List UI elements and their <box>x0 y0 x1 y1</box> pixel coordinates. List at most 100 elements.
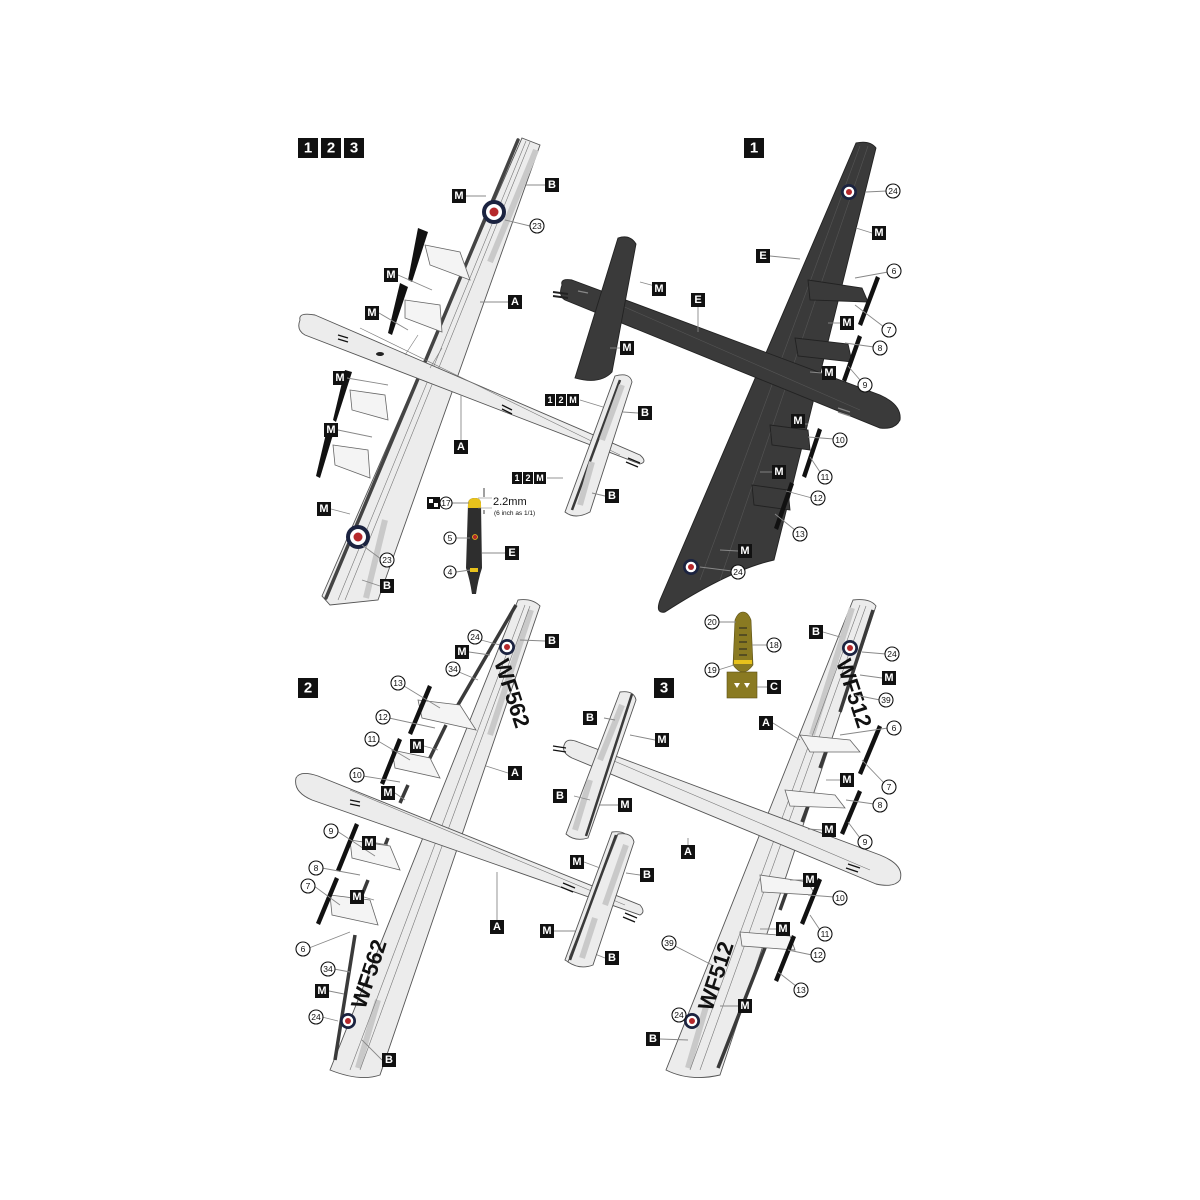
propeller-detail: 2.2mm (6 inch as 1/1) 17 5 E 4 <box>427 488 535 594</box>
svg-text:13: 13 <box>795 529 805 539</box>
svg-text:24: 24 <box>311 1012 321 1022</box>
svg-text:B: B <box>608 952 616 964</box>
svg-text:M: M <box>657 734 666 746</box>
svg-text:B: B <box>649 1033 657 1045</box>
roundel <box>346 525 370 549</box>
svg-text:M: M <box>572 856 581 868</box>
svg-text:11: 11 <box>368 734 377 744</box>
svg-text:12: 12 <box>813 493 823 503</box>
svg-text:2: 2 <box>304 680 312 697</box>
engine-nacelle <box>784 789 846 809</box>
engine-nacelle <box>388 283 443 335</box>
svg-text:18: 18 <box>769 640 779 650</box>
svg-text:1: 1 <box>304 140 312 157</box>
svg-text:M: M <box>654 283 663 295</box>
stencil-icon <box>427 497 440 509</box>
svg-text:E: E <box>508 547 515 559</box>
svg-text:M: M <box>454 190 463 202</box>
svg-text:M: M <box>842 317 851 329</box>
svg-text:C: C <box>770 681 778 693</box>
svg-text:M: M <box>740 1000 749 1012</box>
svg-text:M: M <box>317 985 326 997</box>
svg-text:M: M <box>536 473 544 483</box>
callout-12M: 1 2 M <box>545 394 604 408</box>
svg-text:M: M <box>319 503 328 515</box>
svg-text:A: A <box>762 717 770 729</box>
svg-text:2: 2 <box>525 473 530 483</box>
svg-text:24: 24 <box>674 1010 684 1020</box>
svg-text:M: M <box>412 740 421 752</box>
svg-text:11: 11 <box>821 472 830 482</box>
svg-text:1: 1 <box>547 395 552 405</box>
svg-text:7: 7 <box>887 325 892 335</box>
svg-text:39: 39 <box>881 695 891 705</box>
svg-text:24: 24 <box>888 186 898 196</box>
svg-text:7: 7 <box>887 782 892 792</box>
aircraft-light-wf512: WF512 WF512 <box>552 599 902 1079</box>
svg-text:6: 6 <box>892 723 897 733</box>
svg-text:E: E <box>759 250 766 262</box>
svg-text:17: 17 <box>441 498 451 508</box>
svg-text:A: A <box>511 296 519 308</box>
svg-text:24: 24 <box>887 649 897 659</box>
svg-text:1: 1 <box>750 140 758 157</box>
scheme-badge-group-123: 1 2 3 <box>298 138 364 158</box>
svg-text:M: M <box>884 672 893 684</box>
svg-text:A: A <box>684 846 692 858</box>
svg-text:M: M <box>569 395 577 405</box>
svg-text:M: M <box>367 307 376 319</box>
engine-nacelle <box>799 734 861 753</box>
svg-text:7: 7 <box>306 881 311 891</box>
svg-text:11: 11 <box>821 929 830 939</box>
svg-text:B: B <box>385 1054 393 1066</box>
svg-text:B: B <box>641 407 649 419</box>
callouts-aircraft-wf562: B 24 M 34 13 12 11 M A 10 M 9 M 8 7 M 6 … <box>295 629 654 1067</box>
bomb-detail: 20 18 19 C <box>704 611 782 699</box>
svg-text:A: A <box>511 767 519 779</box>
svg-text:10: 10 <box>835 893 845 903</box>
svg-text:B: B <box>608 490 616 502</box>
svg-text:B: B <box>586 712 594 724</box>
svg-text:9: 9 <box>863 380 868 390</box>
svg-text:8: 8 <box>878 800 883 810</box>
svg-text:M: M <box>457 646 466 658</box>
engine-nacelle <box>391 749 441 779</box>
svg-text:34: 34 <box>323 964 333 974</box>
svg-text:M: M <box>364 837 373 849</box>
svg-text:34: 34 <box>448 664 458 674</box>
svg-text:(6 inch as 1/1): (6 inch as 1/1) <box>494 510 535 517</box>
svg-text:8: 8 <box>314 863 319 873</box>
svg-text:6: 6 <box>301 944 306 954</box>
svg-text:8: 8 <box>878 343 883 353</box>
svg-text:M: M <box>874 227 883 239</box>
svg-text:6: 6 <box>892 266 897 276</box>
svg-text:10: 10 <box>352 770 362 780</box>
engine-nacelle <box>333 370 389 422</box>
svg-text:B: B <box>548 179 556 191</box>
svg-text:M: M <box>620 799 629 811</box>
scheme-badge-2: 2 <box>298 678 318 698</box>
svg-text:3: 3 <box>350 140 358 157</box>
roundel <box>340 1013 356 1029</box>
svg-text:M: M <box>386 269 395 281</box>
svg-text:M: M <box>335 372 344 384</box>
svg-text:B: B <box>812 626 820 638</box>
engine-nacelle <box>739 931 796 951</box>
svg-text:19: 19 <box>707 665 717 675</box>
svg-text:2.2mm: 2.2mm <box>493 496 527 508</box>
svg-text:B: B <box>548 635 556 647</box>
svg-text:23: 23 <box>532 221 542 231</box>
aircraft-dark-top-right <box>552 141 901 613</box>
svg-text:B: B <box>556 790 564 802</box>
svg-text:A: A <box>457 441 465 453</box>
svg-text:12: 12 <box>813 950 823 960</box>
svg-text:9: 9 <box>863 837 868 847</box>
roundel <box>482 200 506 224</box>
scheme-badge-3: 3 <box>654 678 674 698</box>
svg-text:M: M <box>326 424 335 436</box>
svg-text:2: 2 <box>327 140 335 157</box>
svg-text:5: 5 <box>448 533 453 543</box>
svg-text:B: B <box>643 869 651 881</box>
svg-text:13: 13 <box>393 678 403 688</box>
